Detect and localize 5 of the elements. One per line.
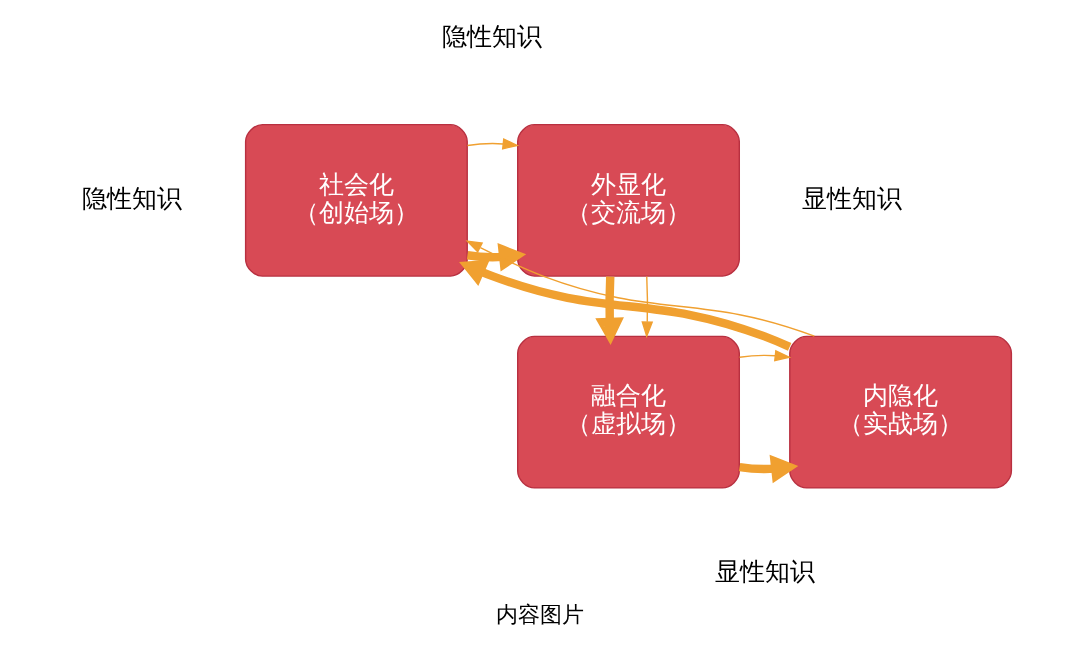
caption: 内容图片 [496, 601, 584, 628]
label: 显性知识 [801, 183, 901, 213]
label: 隐性知识 [441, 22, 542, 52]
label: 隐性知识 [81, 183, 182, 213]
label: 显性知识 [714, 556, 815, 586]
